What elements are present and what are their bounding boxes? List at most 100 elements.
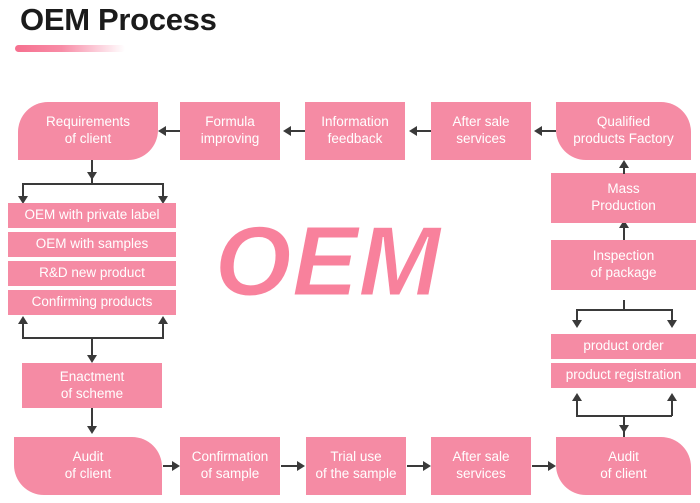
node-label-line2: Production xyxy=(591,198,656,213)
right-fork-low-left-leg xyxy=(576,401,578,416)
edge-aftersale-to-info-line xyxy=(417,130,431,132)
node-after-sale-services-bottom[interactable]: After sale services xyxy=(431,437,531,495)
fork-top-right-leg xyxy=(162,183,164,198)
fork-top-bar xyxy=(22,183,163,185)
node-label-line2: feedback xyxy=(327,131,383,146)
node-label-line1: Trial use xyxy=(330,449,382,465)
node-requirements-of-client[interactable]: Requirements of client xyxy=(18,102,158,160)
right-fork-high-left-arrow xyxy=(572,320,582,328)
right-fork-high-left-leg xyxy=(576,309,578,322)
right-fork-high-stem xyxy=(623,300,625,310)
title-underline-rule xyxy=(15,45,125,52)
node-label-line1: Qualified xyxy=(596,114,651,130)
edge-aftersale-to-auditright-line xyxy=(532,465,548,467)
node-label: Confirming products xyxy=(31,294,153,310)
edge-confirmation-to-trial-arrow xyxy=(297,461,305,471)
edge-mass-to-factory-arrow xyxy=(619,160,629,168)
right-fork-low-right-arrow xyxy=(667,393,677,401)
node-audit-of-client-right[interactable]: Audit of client xyxy=(556,437,691,495)
node-label: OEM with private label xyxy=(24,207,160,223)
merge-bottom-left-arrow xyxy=(18,316,28,324)
edge-inspection-to-mass-arrow xyxy=(619,220,629,228)
node-label-line1: Mass xyxy=(607,181,640,197)
node-label-line2: of client xyxy=(64,131,112,146)
node-after-sale-services-top[interactable]: After sale services xyxy=(431,102,531,160)
node-product-order[interactable]: product order xyxy=(551,334,696,359)
edge-enactment-to-audit-line xyxy=(91,408,93,430)
node-formula-improving[interactable]: Formula improving xyxy=(180,102,280,160)
node-label-line1: After sale xyxy=(452,114,510,130)
node-label-line2: of client xyxy=(64,466,112,481)
node-confirmation-of-sample[interactable]: Confirmation of sample xyxy=(180,437,280,495)
fork-top-stem xyxy=(91,160,93,183)
edge-auditleft-to-confirmation-arrow xyxy=(172,461,180,471)
node-label: R&D new product xyxy=(39,265,145,281)
node-label: product registration xyxy=(565,367,682,383)
node-label-line2: products Factory xyxy=(573,131,674,146)
right-fork-low-stem-arrow xyxy=(619,425,629,433)
node-enactment-of-scheme[interactable]: Enactment of scheme xyxy=(22,363,162,408)
fork-top-right-arrow xyxy=(158,196,168,204)
edge-factory-to-aftersale-line xyxy=(542,130,556,132)
node-label-line2: of scheme xyxy=(60,385,124,401)
right-fork-high-right-leg xyxy=(671,309,673,322)
node-label-line1: Information xyxy=(321,114,389,130)
right-fork-high-bar xyxy=(576,309,672,311)
page-title: OEM Process xyxy=(20,2,217,37)
node-label: product order xyxy=(583,338,664,354)
node-label-line1: Audit xyxy=(72,449,104,465)
node-label-line1: After sale xyxy=(452,449,510,465)
edge-aftersale-to-auditright-arrow xyxy=(548,461,556,471)
edge-auditleft-to-confirmation-line xyxy=(163,465,174,467)
right-fork-low-bar xyxy=(576,415,672,417)
node-label-line1: Enactment xyxy=(59,368,125,384)
fork-top-left-leg xyxy=(22,183,24,198)
node-label: OEM with samples xyxy=(35,236,149,252)
node-label-line2: improving xyxy=(200,131,260,146)
oem-watermark: OEM xyxy=(214,206,442,316)
edge-mass-to-factory-line xyxy=(623,166,625,174)
fork-top-center-arrow xyxy=(87,172,97,180)
node-label-line2: services xyxy=(456,131,506,146)
node-label-line2: services xyxy=(456,466,506,481)
edge-trial-to-aftersale-arrow xyxy=(423,461,431,471)
merge-bottom-stem-arrow xyxy=(87,355,97,363)
edge-info-to-formula-arrow xyxy=(283,126,291,136)
fork-top-left-arrow xyxy=(18,196,28,204)
node-label-line1: Formula xyxy=(205,114,255,130)
merge-bottom-right-arrow xyxy=(158,316,168,324)
edge-factory-to-aftersale-arrow xyxy=(534,126,542,136)
node-label-line1: Audit xyxy=(608,449,639,465)
edge-inspection-to-mass-line xyxy=(623,226,625,240)
right-fork-high-right-arrow xyxy=(667,320,677,328)
merge-bottom-left-leg xyxy=(22,324,24,339)
node-product-registration[interactable]: product registration xyxy=(551,363,696,388)
edge-confirmation-to-trial-line xyxy=(281,465,297,467)
node-label-line2: of the sample xyxy=(315,466,397,481)
edge-formula-to-requirements-line xyxy=(166,130,180,132)
node-audit-of-client-left[interactable]: Audit of client xyxy=(14,437,162,495)
node-rd-new-product[interactable]: R&D new product xyxy=(8,261,176,286)
node-inspection-of-package[interactable]: Inspection of package xyxy=(551,240,696,290)
edge-aftersale-to-info-arrow xyxy=(409,126,417,136)
right-fork-low-right-leg xyxy=(671,401,673,416)
merge-bottom-right-leg xyxy=(162,324,164,339)
edge-trial-to-aftersale-line xyxy=(407,465,423,467)
node-label-line2: of package xyxy=(590,265,657,280)
edge-info-to-formula-line xyxy=(291,130,305,132)
node-oem-with-samples[interactable]: OEM with samples xyxy=(8,232,176,257)
node-trial-use-of-the-sample[interactable]: Trial use of the sample xyxy=(306,437,406,495)
node-confirming-products[interactable]: Confirming products xyxy=(8,290,176,315)
node-qualified-products-factory[interactable]: Qualified products Factory xyxy=(556,102,691,160)
node-label-line1: Requirements xyxy=(45,114,131,130)
node-oem-with-private-label[interactable]: OEM with private label xyxy=(8,203,176,228)
node-mass-production[interactable]: Mass Production xyxy=(551,173,696,223)
merge-bottom-stem xyxy=(91,337,93,359)
node-label-line2: of client xyxy=(600,466,647,481)
node-label-line2: of sample xyxy=(200,466,260,481)
node-information-feedback[interactable]: Information feedback xyxy=(305,102,405,160)
edge-enactment-to-audit-arrow xyxy=(87,426,97,434)
edge-formula-to-requirements-arrow xyxy=(158,126,166,136)
right-fork-low-left-arrow xyxy=(572,393,582,401)
